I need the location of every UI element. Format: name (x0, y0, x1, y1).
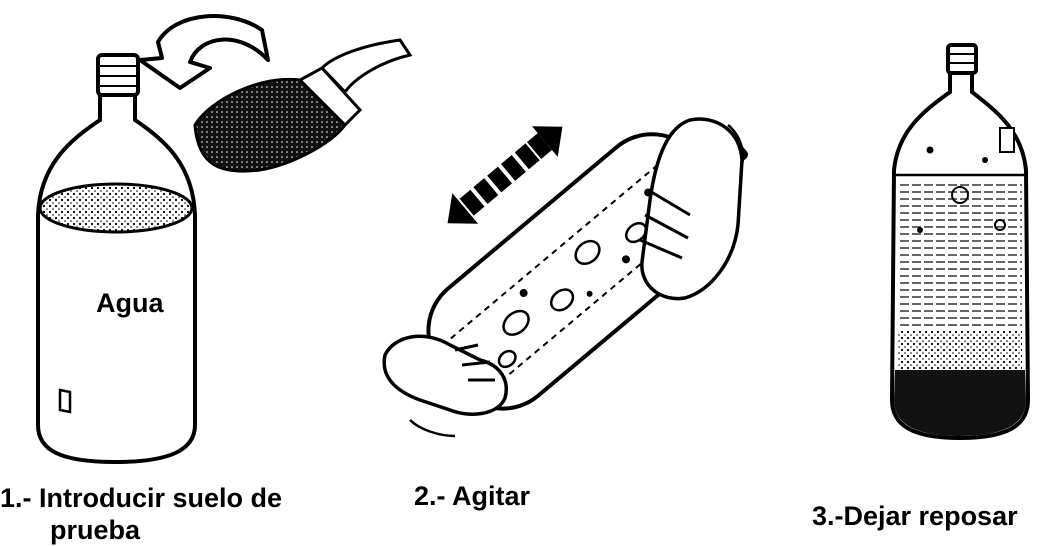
soil-scoop-icon (195, 40, 410, 171)
step2-caption: 2.- Agitar (414, 480, 530, 512)
step1-caption: 1.- Introducir suelo de prueba (0, 482, 282, 546)
step1-illustration: Agua (38, 16, 410, 462)
water-bottle-1: Agua (38, 55, 195, 462)
step2-illustration (384, 85, 781, 436)
settled-bottle (892, 45, 1028, 438)
step3-illustration (892, 45, 1028, 438)
curved-arrow-icon (140, 16, 268, 88)
step1-caption-line1: 1.- Introducir suelo de (0, 482, 282, 514)
step3-caption: 3.-Dejar reposar (812, 500, 1018, 532)
water-label: Agua (96, 288, 164, 318)
step1-caption-line2: prueba (0, 514, 282, 546)
